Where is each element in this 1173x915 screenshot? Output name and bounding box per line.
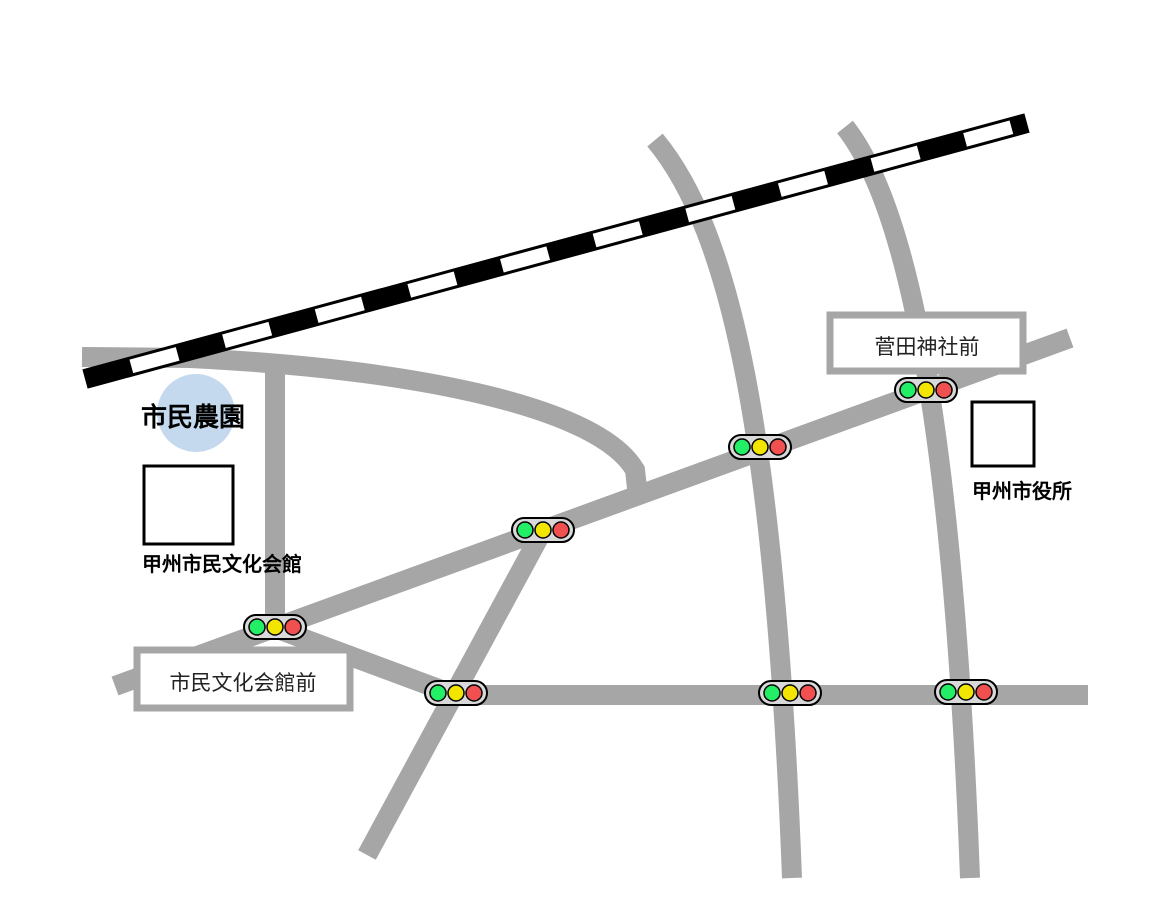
- farm-marker: 市民農園: [141, 374, 245, 452]
- farm-label: 市民農園: [141, 402, 245, 433]
- signal-red-light: [465, 684, 483, 702]
- road-east-curve-2: [837, 120, 980, 879]
- signal-green-light: [248, 618, 266, 636]
- signal-green-light: [516, 521, 534, 539]
- city-hall: 甲州市役所: [970, 400, 1072, 503]
- signal-red-light: [799, 684, 817, 702]
- intersection-box: [826, 311, 1027, 375]
- signal-green-light: [899, 381, 917, 399]
- road-top-curve: [81, 347, 647, 490]
- culture-hall-label: 甲州市民文化会館: [142, 552, 302, 576]
- traffic-signal-icon: [758, 680, 822, 706]
- railway-dashes: [83, 116, 1029, 386]
- signal-green-light: [939, 683, 957, 701]
- culture-hall: 甲州市民文化会館: [142, 464, 302, 576]
- signal-green-light: [429, 684, 447, 702]
- signal-yellow-light: [781, 684, 799, 702]
- signal-red-light: [552, 521, 570, 539]
- signal-red-light: [935, 381, 953, 399]
- signal-green-light: [763, 684, 781, 702]
- city-hall-label: 甲州市役所: [972, 479, 1072, 503]
- farm-circle: [157, 374, 235, 452]
- traffic-signal-icon: [424, 680, 488, 706]
- railway: [82, 113, 1030, 389]
- traffic-signal-icon: [243, 614, 307, 640]
- signal-red-light: [284, 618, 302, 636]
- traffic-signal-icon: [511, 517, 575, 543]
- intersection-label: 菅田神社前: [875, 335, 980, 359]
- signal-yellow-light: [447, 684, 465, 702]
- intersection-label: 市民文化会館前: [170, 671, 317, 695]
- signal-yellow-light: [266, 618, 284, 636]
- traffic-signal-icon: [728, 434, 792, 460]
- culture-hall-building: [142, 464, 235, 546]
- traffic-signal-icon: [894, 377, 958, 403]
- city-hall-building: [970, 400, 1036, 468]
- signal-red-light: [975, 683, 993, 701]
- signal-red-light: [769, 438, 787, 456]
- signal-yellow-light: [751, 438, 769, 456]
- intersection-sugata-shrine: 菅田神社前: [826, 311, 1027, 375]
- signal-green-light: [733, 438, 751, 456]
- traffic-signal-icon: [934, 679, 998, 705]
- intersection-culture-hall-front: 市民文化会館前: [133, 646, 354, 712]
- signal-yellow-light: [534, 521, 552, 539]
- signal-yellow-light: [917, 381, 935, 399]
- intersection-box: [133, 646, 354, 712]
- signal-yellow-light: [957, 683, 975, 701]
- road-southwest-diagonal: [271, 618, 459, 705]
- road-east-curve-1: [647, 133, 802, 879]
- traffic-signals: [243, 377, 998, 706]
